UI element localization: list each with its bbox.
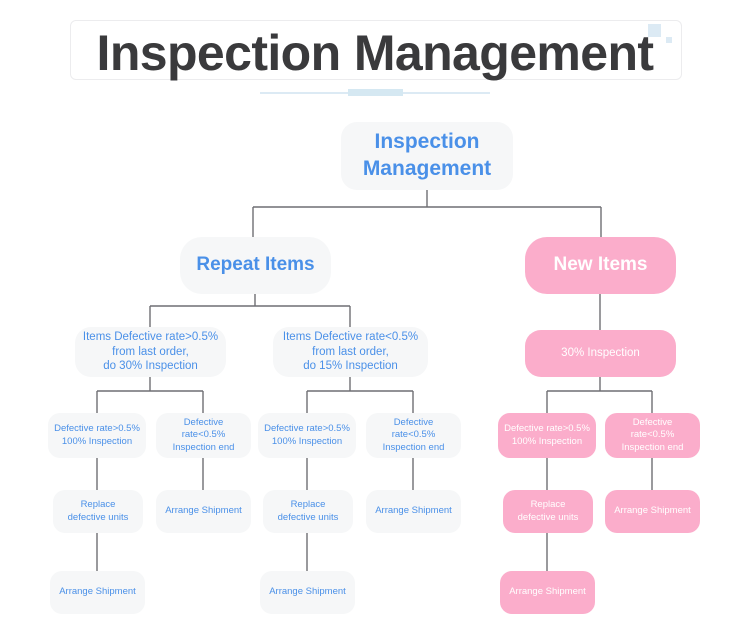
node-l6-repeat-b-shipment[interactable]: Arrange Shipment: [260, 571, 355, 614]
page-title: Inspection Management: [96, 25, 655, 81]
title-banner: [70, 20, 682, 80]
title-underline-accent: [348, 89, 403, 96]
node-repeat-items[interactable]: Repeat Items: [180, 237, 331, 294]
node-l6-repeat-b-shipment-label: Arrange Shipment: [269, 586, 346, 598]
node-l4-repeat-b-high[interactable]: Defective rate>0.5%100% Inspection: [258, 413, 356, 458]
node-l4-new-low[interactable]: Defective rate<0.5%Inspection end: [605, 413, 700, 458]
decorative-square-small-icon: [666, 37, 672, 43]
node-l4-repeat-b-low-label: Defective rate<0.5%Inspection end: [382, 417, 445, 453]
node-l4-repeat-a-low[interactable]: Defective rate<0.5%Inspection end: [156, 413, 251, 458]
node-repeat-high-defect-rule[interactable]: Items Defective rate>0.5%from last order…: [75, 327, 226, 377]
node-repeat-items-label: Repeat Items: [196, 254, 315, 276]
node-repeat-low-defect-rule[interactable]: Items Defective rate<0.5%from last order…: [273, 327, 428, 377]
node-new-items-label: New Items: [553, 254, 648, 276]
node-l4-repeat-a-low-label: Defective rate<0.5%Inspection end: [172, 417, 235, 453]
node-l4-new-high[interactable]: Defective rate>0.5%100% Inspection: [498, 413, 596, 458]
node-l5-repeat-a-shipment-label: Arrange Shipment: [165, 505, 242, 517]
node-l5-repeat-a-shipment[interactable]: Arrange Shipment: [156, 490, 251, 533]
node-l5-repeat-b-shipment[interactable]: Arrange Shipment: [366, 490, 461, 533]
node-new-items[interactable]: New Items: [525, 237, 676, 294]
node-l4-repeat-b-high-label: Defective rate>0.5%100% Inspection: [264, 423, 350, 447]
node-l6-new-shipment-label: Arrange Shipment: [509, 586, 586, 598]
node-l4-new-high-label: Defective rate>0.5%100% Inspection: [504, 423, 590, 447]
node-repeat-high-defect-rule-label: Items Defective rate>0.5%from last order…: [82, 330, 219, 373]
decorative-square-large-icon: [648, 24, 661, 37]
node-l6-new-shipment[interactable]: Arrange Shipment: [500, 571, 595, 614]
node-new-items-30-inspection[interactable]: 30% Inspection: [525, 330, 676, 377]
node-l6-repeat-a-shipment-label: Arrange Shipment: [59, 586, 136, 598]
node-l4-repeat-a-high[interactable]: Defective rate>0.5%100% Inspection: [48, 413, 146, 458]
node-l5-new-shipment[interactable]: Arrange Shipment: [605, 490, 700, 533]
node-l4-repeat-a-high-label: Defective rate>0.5%100% Inspection: [54, 423, 140, 447]
node-new-items-30-inspection-label: 30% Inspection: [561, 347, 640, 360]
node-l6-repeat-a-shipment[interactable]: Arrange Shipment: [50, 571, 145, 614]
node-l4-repeat-b-low[interactable]: Defective rate<0.5%Inspection end: [366, 413, 461, 458]
node-repeat-low-defect-rule-label: Items Defective rate<0.5%from last order…: [282, 330, 419, 373]
node-l4-new-low-label: Defective rate<0.5%Inspection end: [621, 417, 684, 453]
node-l5-repeat-b-shipment-label: Arrange Shipment: [375, 505, 452, 517]
node-l5-new-shipment-label: Arrange Shipment: [614, 505, 691, 517]
